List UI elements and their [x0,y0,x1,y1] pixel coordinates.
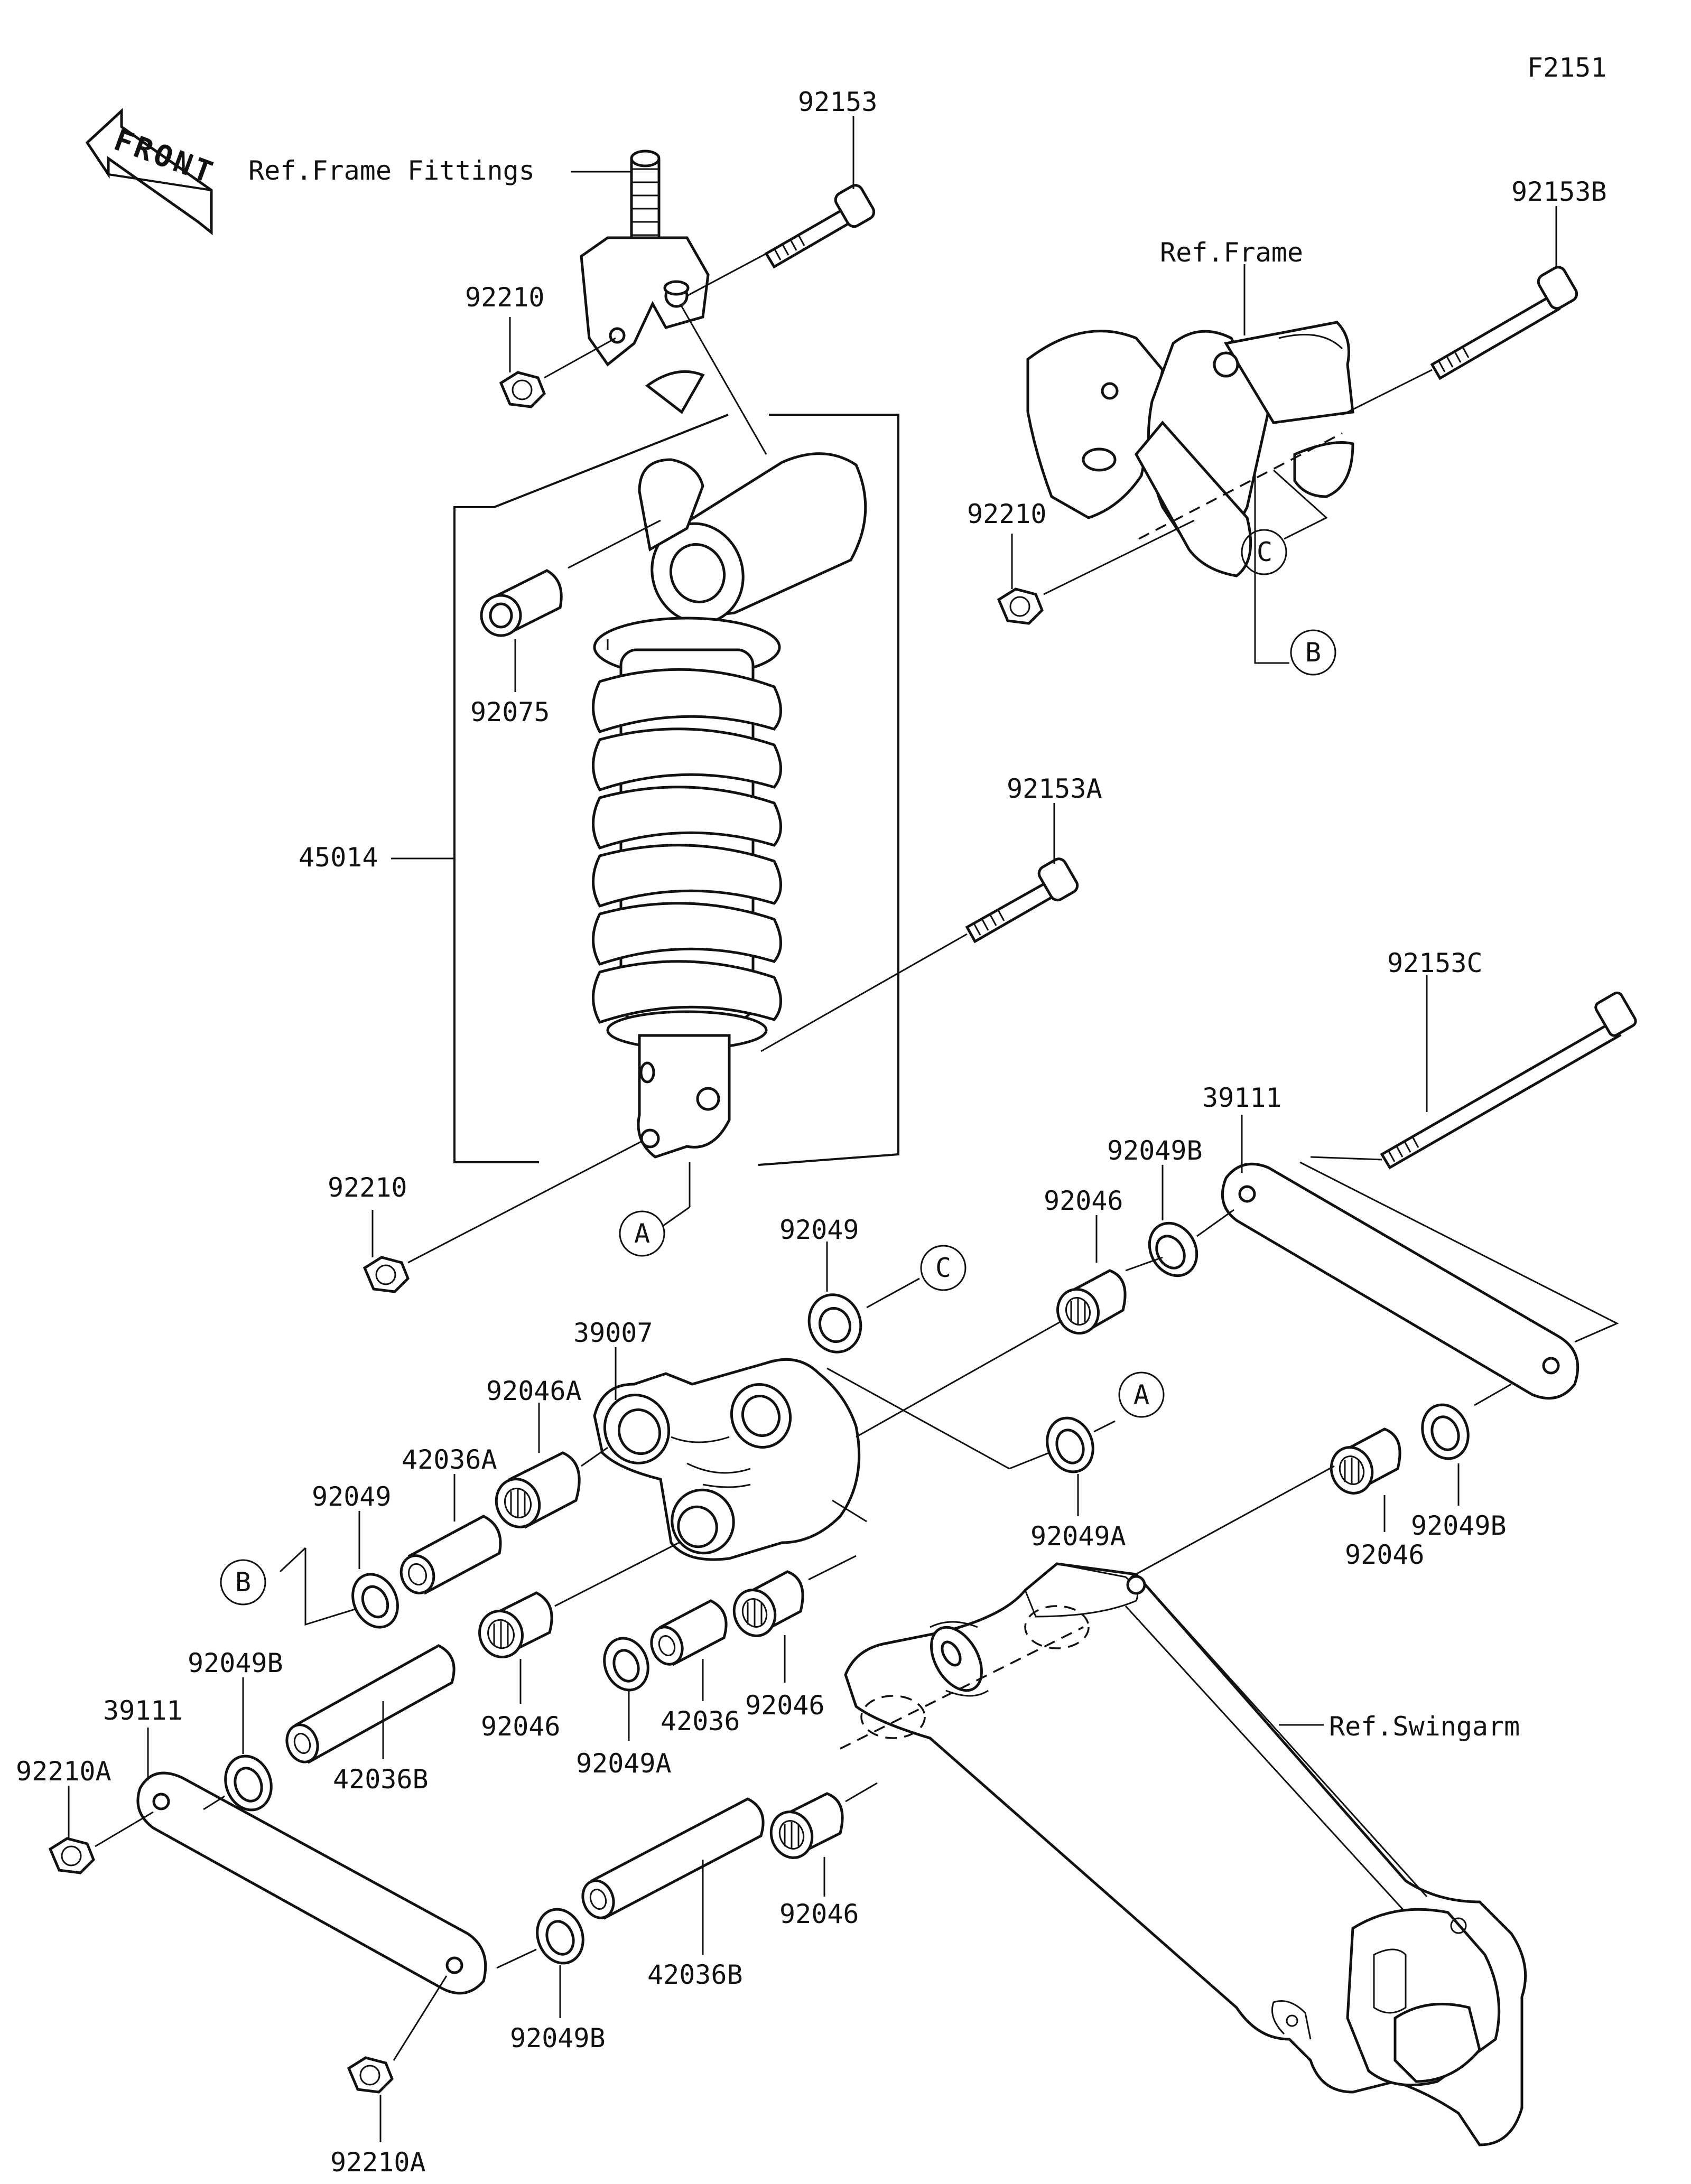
swingarm [844,1562,1527,2146]
nut-92210a-left [48,1837,95,1874]
label-42036b-lower: 42036B [647,1959,743,1990]
marker-b-link [220,1559,266,1606]
marker-b-link-label: B [235,1567,251,1598]
marker-a-link [1118,1371,1165,1418]
label-92210-top: 92210 [465,282,545,313]
collar-42036b-left [285,1644,456,1764]
seal-92049-c [807,1293,862,1354]
label-92210-lower: 92210 [328,1172,407,1203]
label-92049-b: 92049 [312,1481,392,1512]
figure-code: F2151 [1527,52,1607,83]
rear-shock-absorber [592,370,867,1159]
tie-rod-left [136,1771,487,1995]
label-92210-frame: 92210 [967,499,1047,529]
label-42036: 42036 [661,1706,740,1737]
label-92153c: 92153C [1387,948,1483,978]
seal-92049-b [351,1573,399,1629]
label-92153a: 92153A [1007,773,1102,804]
label-92049b-right-upper: 92049B [1107,1135,1203,1166]
label-92046-right-upper: 92046 [1044,1186,1123,1216]
front-direction-arrow-icon: FRONT [85,108,220,236]
label-39111-right: 39111 [1202,1082,1282,1113]
collar-42036a [399,1515,502,1595]
bolt-92153 [764,184,876,269]
frame-section [1026,321,1354,577]
marker-c-link [920,1245,967,1291]
marker-b-frame-label: B [1305,637,1321,668]
label-92049a-lower: 92049A [576,1748,672,1779]
bolt-92153a [965,857,1079,944]
frame-fitting-bracket [580,150,710,367]
tie-rod-right [1221,1162,1579,1400]
rocker-link-39007 [593,1358,861,1561]
marker-c-link-label: C [935,1253,951,1283]
label-92049a-link: 92049A [1030,1521,1126,1552]
label-42036a: 42036A [402,1444,497,1475]
label-92049b-left-upper: 92049B [188,1648,283,1678]
seal-92049b-right-upper [1148,1221,1198,1277]
nut-92210-top [499,371,546,408]
marker-a-shock-label: A [634,1218,650,1249]
ref-frame-label: Ref.Frame [1160,237,1303,268]
ref-frame-fittings-label: Ref.Frame Fittings [248,155,535,186]
label-42036b-left: 42036B [333,1764,429,1795]
label-92049b-right-lower: 92049B [1411,1510,1507,1541]
bearing-92046-right-lower [1330,1427,1401,1495]
label-92075: 92075 [470,697,550,727]
label-92049-c: 92049 [779,1215,859,1245]
label-92046-left-middle: 92046 [481,1711,561,1742]
label-92046-lower: 92046 [779,1899,859,1929]
collar-92075 [480,569,563,637]
marker-c-frame [1241,529,1287,575]
bearing-92046-right-upper [1056,1269,1127,1335]
seal-92049b-right-lower [1421,1403,1470,1460]
bearing-92046-center [732,1570,804,1637]
label-92046a: 92046A [486,1376,582,1406]
ref-swingarm-label: Ref.Swingarm [1329,1711,1520,1742]
label-92210a-left: 92210A [16,1756,112,1787]
label-92046-right-lower: 92046 [1345,1539,1425,1570]
nut-92210-frame [997,587,1044,625]
collar-42036 [650,1599,728,1666]
marker-c-frame-label: C [1257,537,1272,567]
bolt-92153c [1380,991,1637,1170]
label-39007: 39007 [573,1318,653,1348]
seal-92049b-left-upper [224,1754,273,1812]
seal-92049a-lower [603,1637,649,1692]
label-92153: 92153 [798,87,878,117]
seal-92049b-left-lower [536,1908,584,1965]
marker-a-link-label: A [1133,1379,1149,1410]
label-39111-left: 39111 [103,1695,183,1726]
marker-a-shock [619,1210,665,1257]
bolt-92153b [1430,266,1578,380]
nut-92210a-bottom [347,2056,394,2094]
label-92046-center: 92046 [745,1690,825,1721]
bearing-92046-left-middle [478,1591,553,1659]
label-92049b-left-lower: 92049B [510,2023,606,2054]
bearing-92046-lower [769,1792,844,1859]
nut-92210-lower [363,1256,410,1293]
label-92210a-bottom: 92210A [330,2147,426,2178]
marker-b-frame [1290,629,1336,676]
label-45014: 45014 [299,842,378,873]
seal-92049a-a [1046,1416,1094,1473]
label-92153b: 92153B [1511,176,1607,207]
bearing-92046a [495,1451,581,1529]
collar-42036b-lower [581,1797,765,1920]
